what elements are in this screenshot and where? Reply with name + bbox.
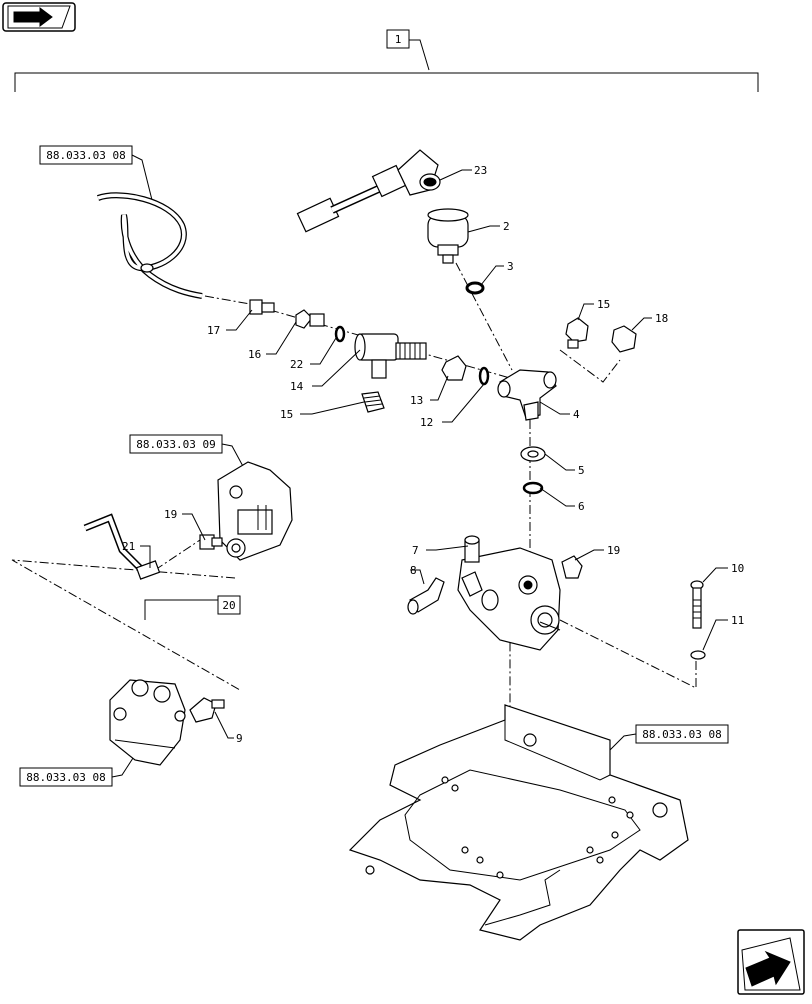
fitting-9 bbox=[189, 697, 225, 723]
assembly-ref-label: 1 bbox=[395, 33, 402, 46]
next-page-arrow-icon[interactable] bbox=[737, 929, 805, 995]
leader-lines bbox=[140, 169, 728, 739]
callout-7: 7 bbox=[412, 544, 419, 557]
snap-ring bbox=[522, 481, 544, 495]
callout-9: 9 bbox=[236, 732, 243, 745]
group-ref-box[interactable]: 20 bbox=[144, 595, 241, 620]
svg-text:20: 20 bbox=[222, 599, 235, 612]
callout-6: 6 bbox=[578, 500, 585, 513]
tee-fitting bbox=[354, 333, 427, 379]
washer bbox=[465, 281, 485, 295]
fitting-19-right bbox=[561, 555, 583, 579]
nut bbox=[441, 355, 467, 381]
callout-2: 2 bbox=[503, 220, 510, 233]
callout-11: 11 bbox=[731, 614, 744, 627]
o-ring bbox=[334, 325, 346, 343]
callout-8: 8 bbox=[410, 564, 417, 577]
callout-15b: 15 bbox=[280, 408, 293, 421]
pressure-sensor bbox=[427, 208, 469, 264]
valve-bottom-left bbox=[109, 679, 186, 766]
cap bbox=[361, 391, 385, 413]
fitting-19-left bbox=[199, 534, 223, 550]
callout-12: 12 bbox=[420, 416, 433, 429]
callout-22: 22 bbox=[290, 358, 303, 371]
fitting-15 bbox=[565, 317, 589, 349]
svg-text:88.033.03 08: 88.033.03 08 bbox=[642, 728, 721, 741]
callout-23: 23 bbox=[474, 164, 487, 177]
sensor-cable bbox=[296, 149, 441, 233]
ref-box-hose[interactable]: 88.033.03 08 bbox=[39, 145, 153, 201]
book-arrow-icon[interactable] bbox=[2, 2, 76, 32]
callout-21: 21 bbox=[122, 540, 135, 553]
bolt bbox=[690, 580, 704, 629]
callout-18: 18 bbox=[655, 312, 668, 325]
plug-18 bbox=[611, 325, 637, 353]
washer-11 bbox=[690, 650, 706, 660]
callout-17: 17 bbox=[207, 324, 220, 337]
nut-5 bbox=[520, 446, 546, 462]
fitting-17 bbox=[249, 299, 275, 315]
fitting-16 bbox=[295, 309, 325, 329]
hose-elbow bbox=[83, 513, 161, 580]
assembly-bracket: 1 bbox=[14, 29, 759, 92]
svg-text:88.033.03 08: 88.033.03 08 bbox=[26, 771, 105, 784]
callout-3: 3 bbox=[507, 260, 514, 273]
tee-block bbox=[497, 369, 557, 421]
callout-16: 16 bbox=[248, 348, 261, 361]
callout-19b: 19 bbox=[607, 544, 620, 557]
callout-14: 14 bbox=[290, 380, 304, 393]
o-ring-12 bbox=[478, 366, 490, 386]
hose bbox=[96, 192, 203, 299]
callout-5: 5 bbox=[578, 464, 585, 477]
svg-text:88.033.03 09: 88.033.03 09 bbox=[136, 438, 215, 451]
valve-mid-left bbox=[217, 461, 293, 561]
callout-15a: 15 bbox=[597, 298, 610, 311]
control-valve bbox=[457, 535, 561, 651]
ref-box-frame[interactable]: 88.033.03 08 bbox=[607, 724, 729, 753]
callout-numbers: 23 2 3 15 18 17 16 22 14 15 13 12 4 5 6 … bbox=[122, 164, 744, 745]
mounting-frame bbox=[348, 704, 689, 941]
elbow-8 bbox=[407, 577, 445, 615]
callout-13: 13 bbox=[410, 394, 423, 407]
ref-box-valve-mid[interactable]: 88.033.03 09 bbox=[129, 434, 246, 471]
callout-19a: 19 bbox=[164, 508, 177, 521]
svg-text:88.033.03 08: 88.033.03 08 bbox=[46, 149, 125, 162]
callout-4: 4 bbox=[573, 408, 580, 421]
ref-box-valve-bottom[interactable]: 88.033.03 08 bbox=[19, 754, 136, 787]
callout-10: 10 bbox=[731, 562, 744, 575]
